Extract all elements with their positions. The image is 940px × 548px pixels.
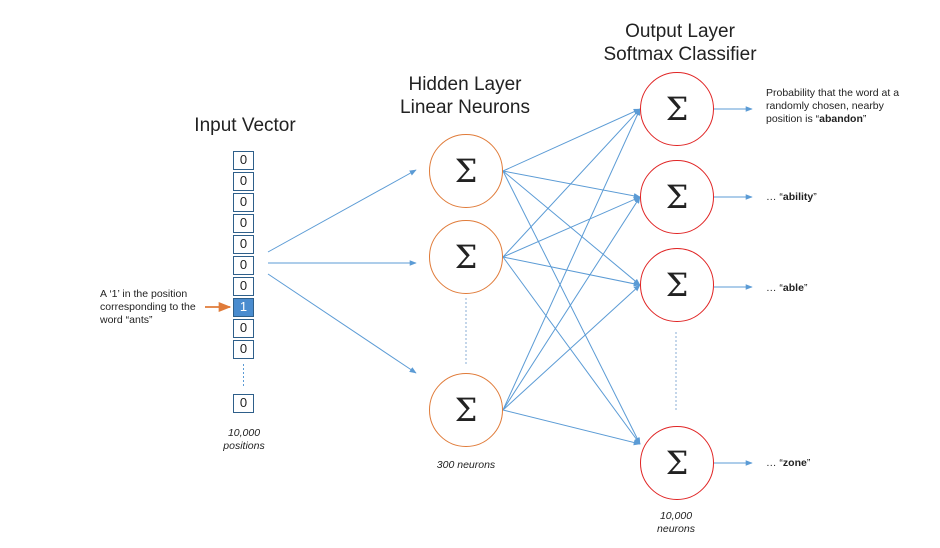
hidden-to-output-edge xyxy=(502,284,641,411)
hidden-layer-count: 300 neurons xyxy=(436,459,496,471)
output-neuron: Σ xyxy=(640,160,714,234)
hidden-to-output-edge xyxy=(502,256,641,445)
hidden-layer-title-line1: Hidden Layer xyxy=(408,74,522,95)
output-label-zone: … “zone” xyxy=(766,457,810,470)
label-prefix: … “ xyxy=(766,191,783,203)
input-note-line3: word “ants” xyxy=(100,314,153,326)
output-label-abandon: Probability that the word at a randomly … xyxy=(766,87,936,126)
hidden-to-output-edge xyxy=(502,170,641,286)
input-size-line2: positions xyxy=(223,440,265,452)
label-suffix: ” xyxy=(806,457,811,469)
input-note-line1: A ‘1’ in the position xyxy=(100,288,188,300)
hidden-to-output-edge xyxy=(502,256,641,287)
label-word: able xyxy=(782,282,804,294)
prob-line2: randomly chosen, nearby xyxy=(766,100,884,112)
output-layer-title: Output Layer Softmax Classifier xyxy=(590,20,770,66)
label-suffix: ” xyxy=(813,191,817,203)
input-vector-size: 10,000 positions xyxy=(204,427,284,453)
output-count-line1: 10,000 xyxy=(659,510,693,522)
input-cell: 0 xyxy=(233,277,254,296)
output-neuron: Σ xyxy=(640,426,714,500)
sigma-symbol: Σ xyxy=(454,152,478,190)
input-cell: 0 xyxy=(233,340,254,359)
label-word: ability xyxy=(782,191,814,203)
hidden-to-output-edge xyxy=(502,196,641,411)
output-neuron: Σ xyxy=(640,72,714,146)
label-prefix: … “ xyxy=(766,282,783,294)
prob-line1: Probability that the word at a xyxy=(766,87,900,99)
input-size-line1: 10,000 xyxy=(227,427,261,439)
input-cell: 0 xyxy=(233,319,254,338)
input-cell: 0 xyxy=(233,151,254,170)
prob-prefix: position is “ xyxy=(766,113,820,125)
input-cell: 0 xyxy=(233,172,254,191)
sigma-symbol: Σ xyxy=(665,444,689,482)
hidden-to-output-edge xyxy=(502,170,641,445)
hidden-neuron: Σ xyxy=(429,220,503,294)
hidden-to-output-edge xyxy=(502,108,641,258)
label-word: zone xyxy=(782,457,807,469)
input-to-hidden-arrow xyxy=(267,273,417,374)
hidden-layer-title: Hidden Layer Linear Neurons xyxy=(385,73,545,119)
input-cell: 0 xyxy=(233,235,254,254)
input-note-line2: corresponding to the xyxy=(100,301,196,313)
hidden-neuron: Σ xyxy=(429,373,503,447)
hidden-to-output-edge xyxy=(502,108,641,172)
output-count-line2: neurons xyxy=(657,523,695,535)
prob-suffix: ” xyxy=(862,113,867,125)
hidden-to-output-edge xyxy=(502,409,641,446)
output-layer-title-line2: Softmax Classifier xyxy=(603,44,757,65)
output-neuron: Σ xyxy=(640,248,714,322)
sigma-symbol: Σ xyxy=(454,238,478,276)
input-note: A ‘1’ in the position corresponding to t… xyxy=(100,288,210,327)
input-cell: 0 xyxy=(233,256,254,275)
edge-group xyxy=(267,106,753,466)
hidden-layer-title-line2: Linear Neurons xyxy=(400,97,530,118)
sigma-symbol: Σ xyxy=(665,90,689,128)
input-cell-last: 0 xyxy=(233,394,254,413)
hidden-to-output-edge xyxy=(502,170,641,199)
input-cell-hot: 1 xyxy=(233,298,254,317)
prob-word: abandon xyxy=(819,113,863,125)
sigma-symbol: Σ xyxy=(454,391,478,429)
output-layer-count: 10,000 neurons xyxy=(636,510,716,536)
sigma-symbol: Σ xyxy=(665,266,689,304)
input-vector-title: Input Vector xyxy=(194,115,296,136)
output-label-ability: … “ability” xyxy=(766,191,817,204)
hidden-neuron: Σ xyxy=(429,134,503,208)
prob-line3: position is “abandon” xyxy=(766,113,936,126)
input-to-hidden-arrow xyxy=(267,169,417,253)
output-layer-title-line1: Output Layer xyxy=(625,21,735,42)
input-cell: 0 xyxy=(233,214,254,233)
sigma-symbol: Σ xyxy=(665,178,689,216)
hidden-to-output-edge xyxy=(502,108,641,411)
hidden-to-output-edge xyxy=(502,196,641,258)
label-suffix: ” xyxy=(803,282,808,294)
label-prefix: … “ xyxy=(766,457,783,469)
input-cell: 0 xyxy=(233,193,254,212)
output-label-able: … “able” xyxy=(766,282,807,295)
